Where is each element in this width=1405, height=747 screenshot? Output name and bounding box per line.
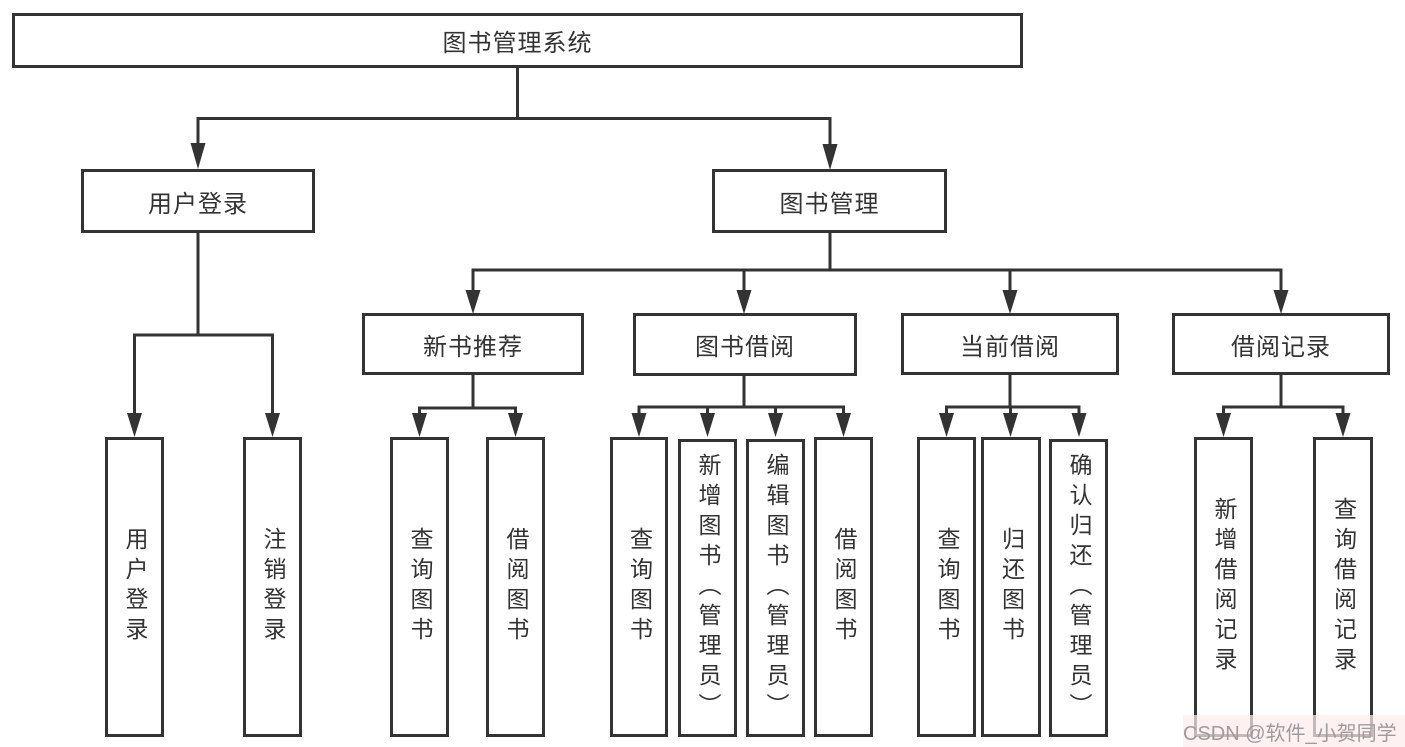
node-user-login: 用户登录 [81, 169, 315, 233]
leaf-query-borrow-record: 查询借阅记录 [1313, 437, 1373, 737]
leaf-logout: 注销登录 [243, 437, 302, 737]
leaf-confirm-return-admin: 确认归还（管理员） [1049, 439, 1108, 737]
leaf-return-book: 归还图书 [981, 437, 1041, 737]
csdn-watermark: CSDN @软件_小贺同学 [1183, 715, 1405, 747]
leaf-edit-book-admin: 编辑图书（管理员） [746, 439, 805, 737]
node-new-book-recommend: 新书推荐 [362, 313, 584, 375]
leaf-borrow-books-recommend: 借阅图书 [486, 437, 545, 737]
leaf-query-books-current: 查询图书 [917, 437, 976, 737]
leaf-query-books-borrow: 查询图书 [610, 437, 668, 737]
leaf-add-borrow-record: 新增借阅记录 [1194, 437, 1253, 737]
node-book-borrow: 图书借阅 [633, 313, 857, 376]
node-current-borrow: 当前借阅 [901, 313, 1119, 375]
leaf-query-books-recommend: 查询图书 [390, 437, 449, 737]
leaf-user-login: 用户登录 [105, 437, 164, 737]
arrowheads [127, 143, 1351, 437]
node-borrow-records: 借阅记录 [1172, 313, 1390, 375]
leaf-add-book-admin: 新增图书（管理员） [678, 439, 737, 737]
node-library-management-system: 图书管理系统 [12, 13, 1023, 68]
leaf-borrow-books: 借阅图书 [814, 437, 873, 737]
node-book-management: 图书管理 [712, 169, 947, 233]
